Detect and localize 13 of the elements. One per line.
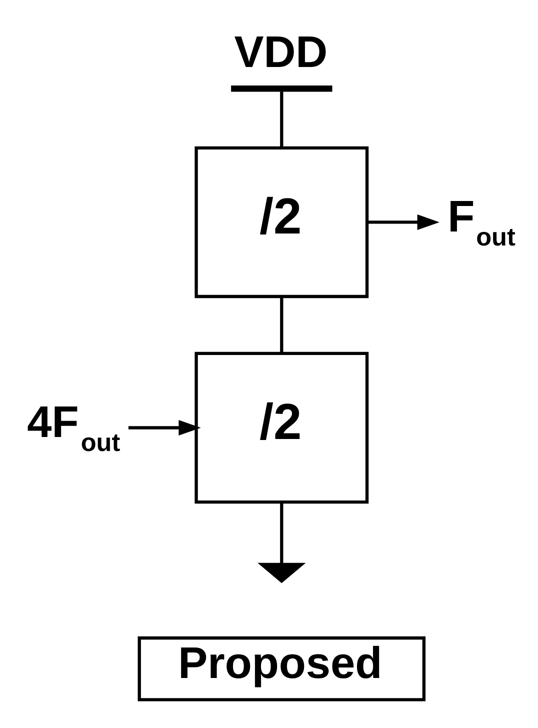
connector <box>280 502 284 564</box>
node-text: F$_{out}$ <box>448 192 516 252</box>
node-ground <box>258 562 306 583</box>
connector <box>280 91 284 147</box>
node-box <box>231 84 332 92</box>
arrow <box>367 214 440 230</box>
node-box: Proposed <box>138 636 426 701</box>
node-label: VDD <box>234 28 328 77</box>
arrow <box>128 419 201 435</box>
node-box: /2 <box>194 351 369 504</box>
node-box: /2 <box>194 146 369 298</box>
node-text: 4F$_{out}$ <box>27 398 120 457</box>
connector <box>280 296 284 353</box>
